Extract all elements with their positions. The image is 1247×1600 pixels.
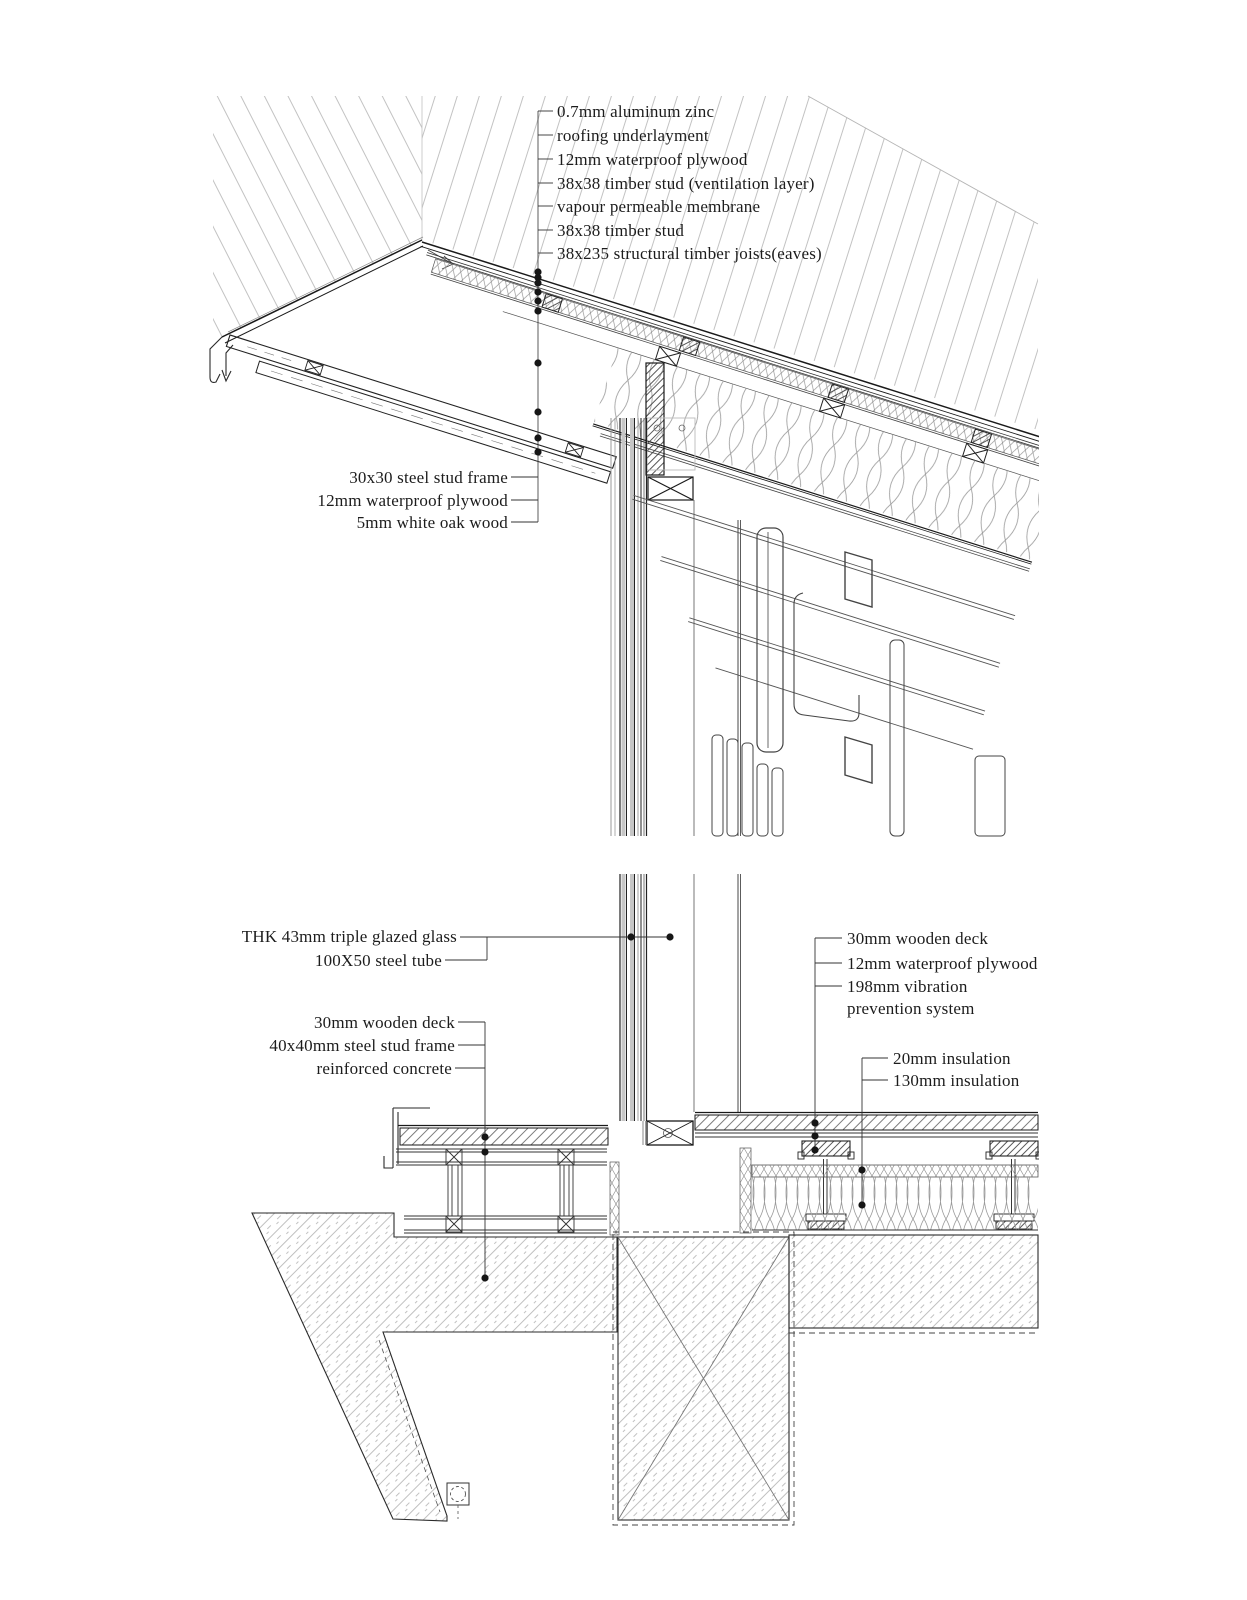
window-glazing-upper xyxy=(610,418,648,836)
drawing-linework xyxy=(209,95,1039,1526)
label-floor-2: 198mm vibration xyxy=(847,977,968,996)
roof-plane-hatch-left xyxy=(213,96,422,342)
label-insulation-1: 130mm insulation xyxy=(893,1071,1020,1090)
label-roof-layer-3: 38x38 timber stud (ventilation layer) xyxy=(557,174,815,193)
interior-floor xyxy=(609,1111,1039,1236)
head-blocking xyxy=(647,476,694,501)
lower-leaders xyxy=(445,933,888,1282)
hanger-block xyxy=(844,736,873,784)
ventilation-stud-layer xyxy=(430,258,1039,472)
label-soffit-layer-0: 30x30 steel stud frame xyxy=(349,468,508,487)
rake-edge xyxy=(221,239,423,338)
zinc-layer xyxy=(421,241,1039,447)
label-soffit-layer-1: 12mm waterproof plywood xyxy=(317,491,508,510)
concrete-slab xyxy=(788,1234,1039,1329)
eave-soffit xyxy=(225,334,617,484)
label-terrace-0: 30mm wooden deck xyxy=(313,1013,455,1032)
label-roof-layer-0: 0.7mm aluminum zinc xyxy=(557,102,715,121)
terrace-deck xyxy=(383,1107,609,1234)
label-terrace-1: 40x40mm steel stud frame xyxy=(269,1036,455,1055)
label-soffit-layer-2: 5mm white oak wood xyxy=(356,513,508,532)
floor-wooden-deck xyxy=(694,1114,1039,1131)
concrete-wedge xyxy=(251,1212,618,1522)
fastener-icon xyxy=(678,424,686,432)
window-glazing-lower xyxy=(619,874,648,1121)
timber-header xyxy=(645,362,665,476)
deck-fascia xyxy=(383,1107,430,1169)
insulation-130mm xyxy=(752,1177,1038,1230)
label-roof-layer-5: 38x38 timber stud xyxy=(557,221,685,240)
underlayment-layer xyxy=(420,245,1039,451)
sill-steel-tube xyxy=(642,1120,694,1146)
label-floor-1: 12mm waterproof plywood xyxy=(847,954,1038,973)
label-roof-layer-1: roofing underlayment xyxy=(557,126,709,145)
deck-steel-frame xyxy=(396,1148,607,1234)
label-glazing-0: THK 43mm triple glazed glass xyxy=(241,927,457,946)
hanger-block xyxy=(844,551,873,608)
roof-layer-dots xyxy=(534,268,542,456)
label-roof-layer-4: vapour permeable membrane xyxy=(557,197,761,216)
insulation-20mm xyxy=(751,1164,1039,1178)
roof-eave-detail xyxy=(209,95,1039,837)
label-floor-3: prevention system xyxy=(847,999,975,1018)
label-glazing-1: 100X50 steel tube xyxy=(314,951,442,970)
floor-foundation-detail xyxy=(251,874,1039,1526)
interior-battens xyxy=(711,527,1006,837)
label-floor-0: 30mm wooden deck xyxy=(847,929,989,948)
interior-rafters xyxy=(632,494,1016,750)
label-insulation-0: 20mm insulation xyxy=(893,1049,1011,1068)
plywood-layer xyxy=(426,252,1039,455)
membrane-layer xyxy=(430,273,1039,473)
ventilation-arrow-down xyxy=(221,369,232,383)
label-roof-layer-6: 38x235 structural timber joists(eaves) xyxy=(557,244,822,263)
roof-insulation-batt xyxy=(593,347,1039,561)
roof-section-band xyxy=(420,241,1039,572)
label-terrace-2: reinforced concrete xyxy=(316,1059,452,1078)
edge-insulation xyxy=(609,1161,620,1236)
label-roof-layer-2: 12mm waterproof plywood xyxy=(557,150,748,169)
roof-label-ticks xyxy=(511,110,553,523)
gutter-drip-edge xyxy=(209,336,234,383)
fastener-icon xyxy=(653,424,661,432)
zinc-cap-line xyxy=(227,236,424,333)
bracket-strap xyxy=(793,592,860,722)
roof-plane-hatch-right xyxy=(422,96,1038,430)
ceiling-line xyxy=(593,423,1033,563)
edge-insulation xyxy=(739,1147,752,1234)
